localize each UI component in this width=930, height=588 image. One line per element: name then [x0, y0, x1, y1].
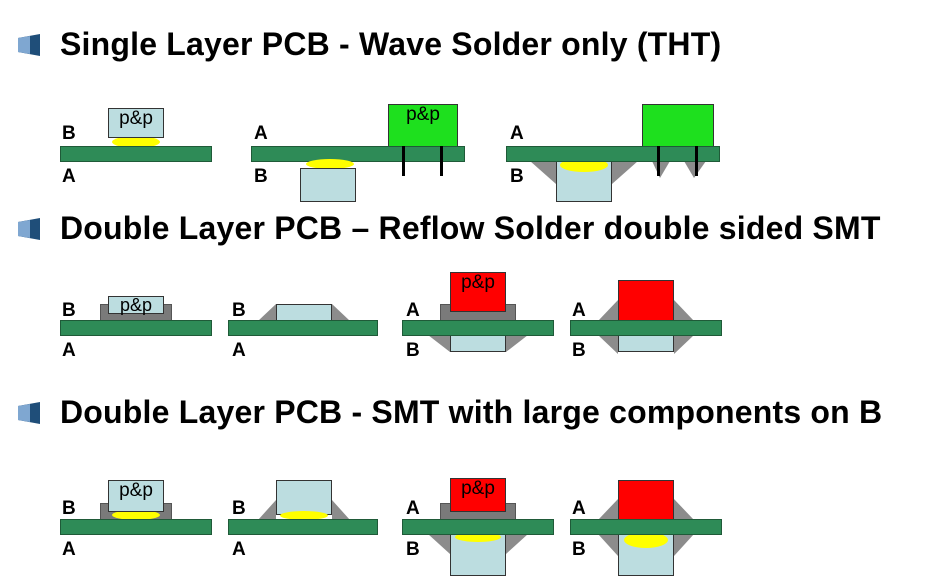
pcb-board: [570, 519, 722, 535]
side-label-a: A: [510, 123, 524, 144]
pcb-board: [402, 519, 554, 535]
solder-paste: [112, 510, 160, 520]
pcb-board: [251, 146, 465, 162]
side-label-a: A: [62, 539, 76, 560]
solder-glue: [306, 159, 354, 169]
pcb-board: [570, 320, 722, 336]
side-label-b: B: [406, 539, 420, 560]
large-component: p&p: [450, 478, 506, 512]
solder-joint: [280, 511, 328, 520]
solder-joint: [455, 532, 501, 542]
side-label-a: A: [572, 498, 586, 519]
section-heading-3: Double Layer PCB - SMT with large compon…: [16, 394, 882, 431]
pick-and-place-label: p&p: [461, 478, 495, 499]
side-label-a: A: [254, 123, 268, 144]
side-label-b: B: [510, 166, 524, 187]
side-label-a: A: [62, 166, 76, 187]
pcb-board: [506, 146, 720, 162]
pick-and-place-label: p&p: [119, 480, 153, 501]
section-title-2: Double Layer PCB – Reflow Solder double …: [60, 210, 881, 246]
side-label-b: B: [572, 539, 586, 560]
slide-bullet-icon: [18, 401, 40, 424]
slide-bullet-icon: [18, 217, 40, 240]
side-label-a: A: [406, 498, 420, 519]
pick-and-place-label: p&p: [119, 108, 153, 129]
pcb-board: [402, 320, 554, 336]
pick-and-place-label: p&p: [119, 295, 153, 315]
large-component: [618, 280, 674, 321]
side-label-b: B: [62, 123, 76, 144]
side-label-b: B: [254, 166, 268, 187]
solder-joint: [624, 532, 668, 548]
pcb-board: [60, 146, 212, 162]
pick-and-place-label: p&p: [406, 104, 440, 125]
tht-component: p&p: [388, 104, 458, 148]
solder-paste: [112, 136, 160, 148]
side-label-a: A: [572, 300, 586, 321]
pcb-board: [60, 519, 212, 535]
side-label-b: B: [406, 340, 420, 361]
pick-and-place-label: p&p: [461, 272, 495, 293]
component-lead: [695, 146, 698, 176]
side-label-a: A: [232, 539, 246, 560]
pcb-board: [60, 320, 212, 336]
tht-component: [642, 104, 714, 148]
smd-component: p&p: [108, 108, 164, 138]
side-label-a: A: [62, 340, 76, 361]
large-component: [618, 480, 674, 520]
side-label-b: B: [232, 300, 246, 321]
pcb-board: [228, 320, 378, 336]
smd-component: p&p: [108, 296, 164, 314]
large-component: p&p: [450, 272, 506, 312]
section-heading-2: Double Layer PCB – Reflow Solder double …: [16, 210, 881, 247]
pcb-board: [228, 519, 378, 535]
smd-component: p&p: [108, 480, 164, 512]
smd-component: [276, 480, 332, 515]
section-title-3: Double Layer PCB - SMT with large compon…: [60, 394, 883, 430]
section-heading-1: Single Layer PCB - Wave Solder only (THT…: [16, 26, 721, 63]
side-label-a: A: [232, 340, 246, 361]
side-label-a: A: [406, 300, 420, 321]
component-lead: [440, 146, 443, 176]
smd-component: [300, 168, 356, 202]
component-lead: [657, 146, 660, 176]
side-label-b: B: [232, 498, 246, 519]
slide-bullet-icon: [18, 33, 40, 56]
section-title-1: Single Layer PCB - Wave Solder only (THT…: [60, 26, 722, 62]
side-label-b: B: [572, 340, 586, 361]
side-label-b: B: [62, 300, 76, 321]
side-label-b: B: [62, 498, 76, 519]
component-lead: [402, 146, 405, 176]
